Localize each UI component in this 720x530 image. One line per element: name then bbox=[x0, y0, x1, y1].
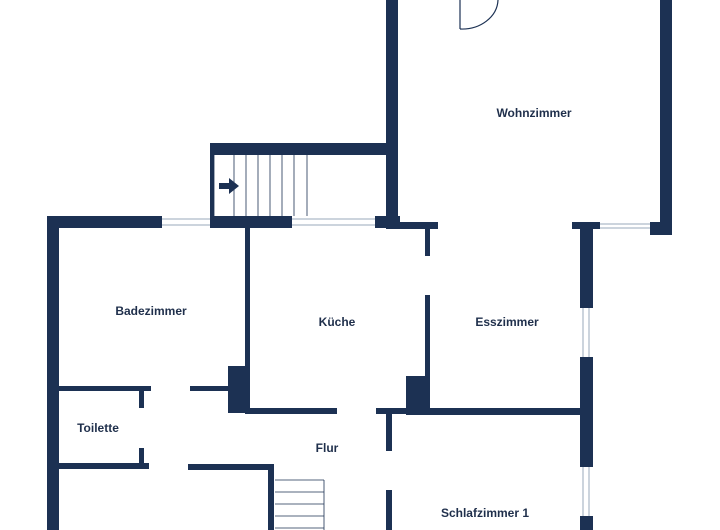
wall-column-right bbox=[406, 376, 430, 412]
window-wohn-bottom bbox=[600, 223, 650, 229]
wall-toilette-right-top bbox=[139, 386, 144, 408]
room-label-flur: Flur bbox=[316, 441, 339, 455]
wall-top-middle bbox=[210, 216, 292, 228]
wall-wohnzimmer-left bbox=[386, 0, 398, 225]
wall-right-upper bbox=[580, 225, 593, 308]
wall-bad-kueche bbox=[245, 228, 250, 413]
wall-kueche-ess-top bbox=[425, 228, 430, 256]
window-schlaf-right bbox=[582, 467, 590, 516]
wall-stair-top bbox=[210, 143, 388, 155]
window-kueche-top bbox=[292, 218, 375, 226]
room-label-kueche: Küche bbox=[319, 315, 356, 329]
window-bad-top bbox=[162, 218, 210, 226]
wall-ess-bottom-stub bbox=[376, 408, 408, 414]
stair-direction-arrow-icon bbox=[219, 178, 239, 194]
wall-left-outer bbox=[47, 216, 59, 530]
room-label-badezimmer: Badezimmer bbox=[115, 304, 187, 318]
room-label-wohnzimmer: Wohnzimmer bbox=[496, 106, 571, 120]
window-ess-right bbox=[582, 308, 590, 357]
wall-toilette-bottom bbox=[59, 463, 149, 469]
stairs-lower bbox=[275, 479, 325, 530]
wall-wohnzimmer-right bbox=[660, 0, 672, 232]
room-label-esszimmer: Esszimmer bbox=[475, 315, 539, 329]
wall-bad-bottom-left bbox=[59, 386, 151, 391]
wall-stair-left bbox=[210, 143, 214, 218]
door-wohnzimmer bbox=[459, 0, 499, 30]
windows bbox=[162, 218, 650, 516]
wall-bad-bottom-right bbox=[190, 386, 232, 391]
wall-schlaf-left-top bbox=[386, 413, 392, 451]
wall-wohnzimmer-bottom-right-stub bbox=[650, 222, 672, 235]
wall-kueche-ess-bottom bbox=[425, 295, 430, 410]
wall-toilette-right-bottom bbox=[139, 448, 144, 468]
wall-schlaf-left-bottom bbox=[386, 490, 392, 530]
stairs-upper bbox=[213, 155, 308, 216]
wall-ess-bottom bbox=[406, 408, 582, 415]
walls bbox=[47, 0, 672, 530]
wall-right-middle bbox=[580, 357, 593, 467]
wall-top-left bbox=[47, 216, 162, 228]
wall-flur-lower-left-vert bbox=[268, 464, 274, 530]
wall-column-left bbox=[228, 366, 248, 413]
wall-right-lower bbox=[580, 516, 593, 530]
wall-kueche-bottom bbox=[245, 408, 337, 414]
wall-flur-lower-left bbox=[188, 464, 274, 470]
room-label-schlafzimmer-1: Schlafzimmer 1 bbox=[441, 506, 529, 520]
wall-wohnzimmer-bottom-left bbox=[386, 222, 438, 229]
wall-top-kitchen-right bbox=[375, 216, 400, 228]
room-label-toilette: Toilette bbox=[77, 421, 119, 435]
